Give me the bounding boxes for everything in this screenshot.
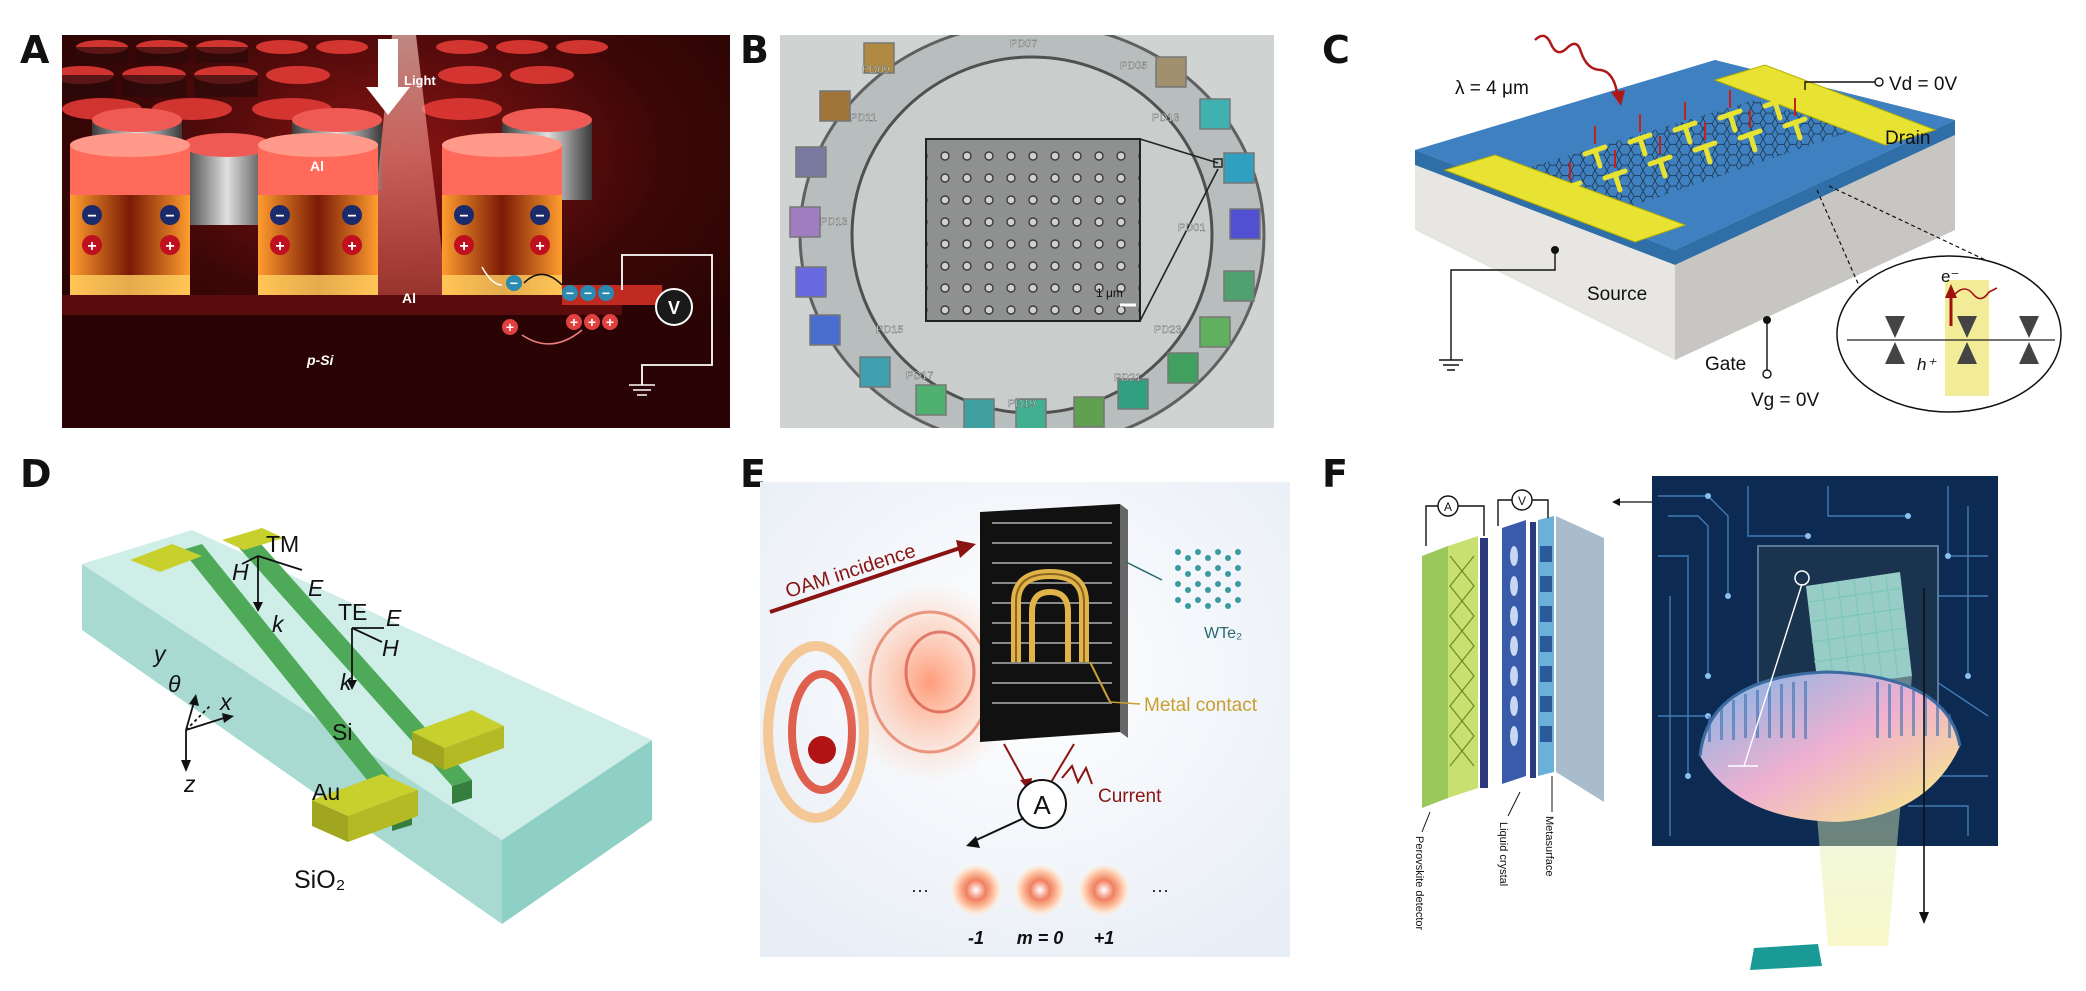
pd-label: PD19 xyxy=(1008,398,1036,410)
electron-label: e⁻ xyxy=(1941,267,1959,286)
pd-label: PD01 xyxy=(1178,222,1206,234)
mode-minus-label: -1 xyxy=(968,928,984,948)
panel-d: TM H E k TE E H k y θ x z Si Au SiO₂ xyxy=(62,480,730,940)
pd-label: PD11 xyxy=(850,112,877,124)
pd-label: PD13 xyxy=(820,216,848,228)
panel-c-illustration: λ = 4 μm Vd = 0V Drain Source Gate Vg = … xyxy=(1415,34,2062,413)
panel-f: A V Perovskite detector Liquid crystal M… xyxy=(1408,476,2008,981)
panel-letter-a: A xyxy=(20,28,50,72)
h-field-te: H xyxy=(382,635,399,661)
gate-label: Gate xyxy=(1705,354,1746,375)
pd-label: PD23 xyxy=(1154,324,1182,336)
metasurface-label: Metasurface xyxy=(1543,816,1555,877)
ellipsis-left: ··· xyxy=(911,880,929,900)
theta-label: θ xyxy=(168,671,181,697)
panel-e-illustration: OAM incidence Metal contact xyxy=(760,482,1290,957)
panel-e: OAM incidence Metal contact xyxy=(760,482,1290,957)
source-label: Source xyxy=(1587,284,1647,305)
voltmeter-label: V xyxy=(1518,494,1526,508)
svg-text:−: − xyxy=(347,208,356,225)
panel-d-illustration: TM H E k TE E H k y θ x z Si Au SiO₂ xyxy=(82,528,652,924)
svg-text:−: − xyxy=(584,285,592,301)
k-vector-te: k xyxy=(340,669,353,695)
panel-letter-b: B xyxy=(740,28,769,72)
ammeter-label: A xyxy=(1033,790,1051,820)
panel-f-illustration: A V Perovskite detector Liquid crystal M… xyxy=(1413,476,1998,970)
svg-text:+: + xyxy=(606,314,614,330)
drain-voltage: Vd = 0V xyxy=(1889,74,1957,95)
svg-text:−: − xyxy=(566,285,574,301)
ammeter-label: A xyxy=(1444,500,1452,514)
svg-text:−: − xyxy=(87,208,96,225)
panel-b: 1 μm PD07 PD09 PD05 PD11 PD13 PD13 PD01 … xyxy=(780,35,1274,428)
al-bottom-label: Al xyxy=(402,290,416,306)
wavelength-label: λ = 4 μm xyxy=(1455,78,1529,99)
panel-a-illustration: − + − + − + − + − + − + − − − + xyxy=(62,35,730,428)
panel-letter-d: D xyxy=(20,452,52,496)
svg-text:+: + xyxy=(535,238,544,255)
substrate-label: p-Si xyxy=(306,352,335,368)
svg-text:+: + xyxy=(459,238,468,255)
svg-text:+: + xyxy=(165,238,174,255)
current-label: Current xyxy=(1098,786,1162,807)
e-field-tm: E xyxy=(308,575,324,601)
sio2-label: SiO₂ xyxy=(294,866,345,894)
h-field-tm: H xyxy=(232,559,249,585)
perovskite-label: Perovskite detector xyxy=(1413,836,1425,930)
au-label: Au xyxy=(312,779,340,805)
tm-label: TM xyxy=(266,531,299,557)
scale-bar-label: 1 μm xyxy=(1096,286,1123,300)
liquid-crystal-label: Liquid crystal xyxy=(1497,822,1509,886)
svg-text:+: + xyxy=(87,238,96,255)
pd-label: PD21 xyxy=(1114,372,1142,384)
svg-text:−: − xyxy=(165,208,174,225)
al-top-label: Al xyxy=(310,158,324,174)
y-axis-label: y xyxy=(152,641,167,667)
z-axis-label: z xyxy=(183,771,196,797)
svg-text:−: − xyxy=(459,208,468,225)
te-label: TE xyxy=(338,599,367,625)
pd-label: PD09 xyxy=(862,64,890,76)
svg-text:+: + xyxy=(570,314,578,330)
x-axis-label: x xyxy=(219,689,233,715)
panel-letter-c: C xyxy=(1322,28,1350,72)
svg-text:+: + xyxy=(275,238,284,255)
metal-contact-label: Metal contact xyxy=(1144,695,1258,716)
svg-text:+: + xyxy=(506,319,514,335)
panel-a: − + − + − + − + − + − + − − − + xyxy=(62,35,730,428)
e-field-te: E xyxy=(386,605,402,631)
panel-letter-f: F xyxy=(1322,452,1348,496)
panel-b-micrograph: 1 μm PD07 PD09 PD05 PD11 PD13 PD13 PD01 … xyxy=(780,35,1274,428)
svg-text:+: + xyxy=(347,238,356,255)
mode-plus-label: +1 xyxy=(1094,928,1115,948)
gate-voltage: Vg = 0V xyxy=(1751,390,1819,411)
pd-label: PD05 xyxy=(1120,60,1148,72)
ellipsis-right: ··· xyxy=(1151,880,1169,900)
voltmeter-label: V xyxy=(668,298,680,318)
k-vector-tm: k xyxy=(272,611,285,637)
light-label: Light xyxy=(404,73,436,88)
panel-c: λ = 4 μm Vd = 0V Drain Source Gate Vg = … xyxy=(1355,30,2075,440)
pd-label: PD13 xyxy=(1152,112,1180,124)
material-label: WTe₂ xyxy=(1204,625,1242,642)
svg-text:−: − xyxy=(602,285,610,301)
pd-label: PD15 xyxy=(876,324,904,336)
drain-label: Drain xyxy=(1885,128,1930,149)
svg-text:+: + xyxy=(588,314,596,330)
pd-label: PD07 xyxy=(1010,38,1038,50)
svg-text:−: − xyxy=(275,208,284,225)
svg-text:−: − xyxy=(510,275,518,291)
hole-label: h⁺ xyxy=(1917,355,1937,374)
pd-label: PD17 xyxy=(906,370,934,382)
mode-zero-label: m = 0 xyxy=(1017,928,1064,948)
si-label: Si xyxy=(332,719,352,745)
svg-text:−: − xyxy=(535,208,544,225)
